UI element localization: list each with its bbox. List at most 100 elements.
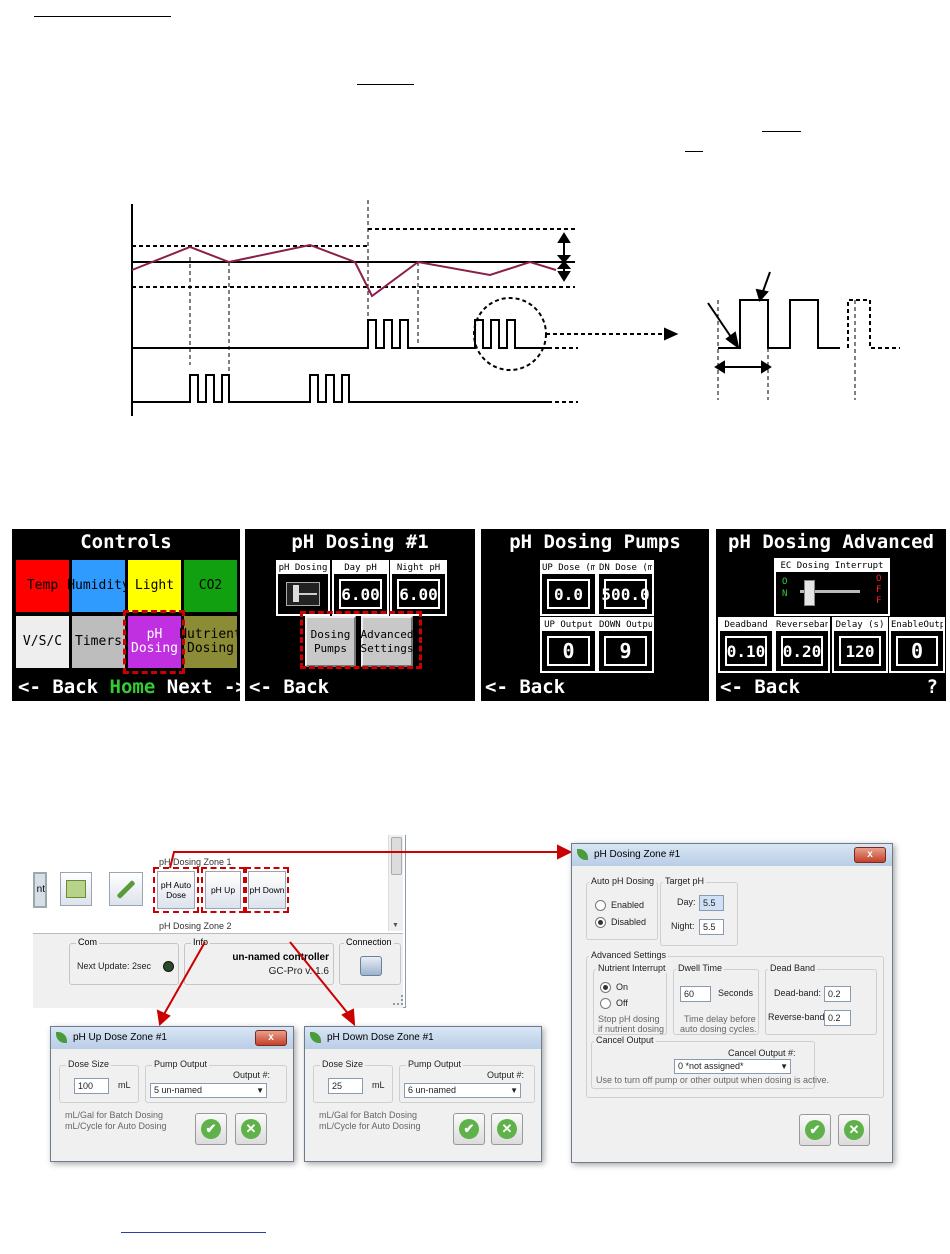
down-cancel-button[interactable]: ✕ xyxy=(491,1113,523,1145)
calendar-toolbar-button[interactable] xyxy=(60,872,92,906)
delay-box[interactable]: Delay (s) 120 xyxy=(832,617,888,673)
night-input[interactable]: 5.5 xyxy=(699,919,724,935)
lcd-back-button[interactable]: <- Back xyxy=(18,676,99,698)
cancel-output-note: Use to turn off pump or other output whe… xyxy=(596,1075,829,1085)
auto-ph-dosing-group: Auto pH Dosing Enabled Disabled xyxy=(586,876,658,940)
down-pump-output-label: Pump Output xyxy=(406,1059,464,1069)
reverseband-input[interactable]: 0.2 xyxy=(824,1010,851,1026)
down-dose-size-group: Dose Size 25 mL xyxy=(313,1059,393,1103)
interrupt-on-label: On xyxy=(616,982,629,992)
dwell-unit: Seconds xyxy=(718,988,754,998)
checkmark-icon: ✔ xyxy=(201,1119,221,1139)
arrow-to-zone-dialog xyxy=(169,851,560,869)
tile-humidity[interactable]: Humidity xyxy=(67,559,130,613)
tile-light[interactable]: Light xyxy=(127,559,182,613)
dwell-time-group: Dwell Time 60 Seconds Time delay before … xyxy=(673,963,759,1035)
deadband-value: 0.10 xyxy=(725,636,767,666)
ph-down-dose-dialog: pH Down Dose Zone #1 Dose Size 25 mL Pum… xyxy=(304,1026,542,1162)
lcd-pumps-back-button[interactable]: <- Back xyxy=(485,676,566,698)
up-output-box[interactable]: UP Output 0 xyxy=(540,617,597,673)
dosing-pumps-button[interactable]: Dosing Pumps xyxy=(305,616,356,667)
enable-output-box[interactable]: EnableOutput 0 xyxy=(889,617,945,673)
zone-close-button[interactable]: x xyxy=(854,847,886,863)
day-input[interactable]: 5.5 xyxy=(699,895,724,911)
up-pump-output-group: Pump Output Output #: 5 un-named▼ xyxy=(145,1059,287,1103)
arrow-to-up-dialog-head xyxy=(156,1009,171,1026)
down-dose-size-input[interactable]: 25 xyxy=(328,1078,363,1094)
lcd-controls-footer: <- Back Home Next -> xyxy=(18,676,240,698)
lcd-pumps-title: pH Dosing Pumps xyxy=(509,531,681,553)
interrupt-off-radio[interactable] xyxy=(600,998,611,1009)
deadband-box[interactable]: Deadband 0.10 xyxy=(718,617,774,673)
interrupt-on-label: ON xyxy=(782,577,788,599)
lcd-ph-dosing-screen: pH Dosing #1 pH Dosing Day pH 6.00 Night… xyxy=(245,529,475,701)
underline-2 xyxy=(357,84,414,85)
disabled-radio[interactable] xyxy=(595,917,606,928)
down-output-box[interactable]: DOWN Output 9 xyxy=(597,617,654,673)
down-output-select[interactable]: 6 un-named▼ xyxy=(404,1083,521,1098)
reverseband-field-label: Reverse-band: xyxy=(768,1012,828,1022)
enabled-radio[interactable] xyxy=(595,900,606,911)
up-dose-size-input[interactable]: 100 xyxy=(74,1078,109,1094)
tile-ph-dosing[interactable]: pH Dosing xyxy=(127,615,182,669)
tile-timers[interactable]: Timers xyxy=(71,615,126,669)
down-note-auto: mL/Cycle for Auto Dosing xyxy=(319,1121,421,1131)
lcd-home-button[interactable]: Home xyxy=(109,676,156,698)
up-dose-box[interactable]: UP Dose (mL) 0.0 xyxy=(540,560,597,616)
ph-reading-trace xyxy=(131,243,557,298)
ph-up-close-button[interactable]: x xyxy=(255,1030,287,1046)
highlight-ph-buttons xyxy=(300,611,422,669)
down-pump-output-group: Pump Output Output #: 6 un-named▼ xyxy=(399,1059,535,1103)
day-ph-value: 6.00 xyxy=(339,579,382,609)
pulse-detail-signal xyxy=(718,299,840,349)
lcd-help-button[interactable]: ? xyxy=(926,676,938,698)
tile-nutrient-dosing[interactable]: Nutrient Dosing xyxy=(179,615,240,669)
advanced-settings-label: Advanced Settings xyxy=(589,950,669,960)
main-scrollbar[interactable]: ▼ xyxy=(388,835,403,931)
lcd-ph1-back-button[interactable]: <- Back xyxy=(249,676,330,698)
up-output-select[interactable]: 5 un-named▼ xyxy=(150,1083,267,1098)
leaf-logo-icon xyxy=(577,849,588,860)
partial-toolbar-button[interactable]: nt xyxy=(33,872,47,908)
dwell-time-label: Dwell Time xyxy=(676,963,725,973)
wrench-toolbar-button[interactable] xyxy=(109,872,143,906)
interrupt-note-2: if nutrient dosing xyxy=(598,1024,665,1034)
reverseband-box[interactable]: Reverseband 0.20 xyxy=(774,617,830,673)
night-ph-box[interactable]: Night pH 6.00 xyxy=(390,560,447,616)
day-ph-box[interactable]: Day pH 6.00 xyxy=(332,560,389,616)
ec-interrupt-toggle[interactable]: EC Dosing Interrupt ON OFF xyxy=(774,558,890,616)
ph-up-button[interactable]: pH Up xyxy=(205,871,241,909)
ph-auto-dose-button[interactable]: pH Auto Dose xyxy=(157,871,195,909)
lcd-ph-advanced-screen: pH Dosing Advanced EC Dosing Interrupt O… xyxy=(716,529,946,701)
ph-dosing-toggle[interactable]: pH Dosing xyxy=(276,560,330,616)
lcd-next-button[interactable]: Next -> xyxy=(166,676,240,698)
target-ph-group: Target pH Day: 5.5 Night: 5.5 xyxy=(660,876,738,946)
up-ok-button[interactable]: ✔ xyxy=(195,1113,227,1145)
controller-name: un-named controller xyxy=(232,952,329,963)
deadband-input[interactable]: 0.2 xyxy=(824,986,851,1002)
up-dose-label: UP Dose (mL) xyxy=(542,562,595,574)
down-ok-button[interactable]: ✔ xyxy=(453,1113,485,1145)
dwell-time-input[interactable]: 60 xyxy=(680,986,711,1002)
delay-value: 120 xyxy=(839,636,881,666)
chevron-down-icon: ▼ xyxy=(510,1086,518,1095)
highlight-ph-dosing-tile xyxy=(123,610,185,674)
resize-grip-icon[interactable] xyxy=(393,995,403,1005)
connection-icon[interactable] xyxy=(360,956,382,976)
zone-cancel-button[interactable]: ✕ xyxy=(838,1114,870,1146)
day-label: Day: xyxy=(677,897,696,907)
tile-vsc[interactable]: V/S/C xyxy=(15,615,70,669)
tile-temp[interactable]: Temp xyxy=(15,559,70,613)
advanced-settings-button[interactable]: Advanced Settings xyxy=(361,616,414,667)
cancel-output-select[interactable]: 0 *not assigned*▼ xyxy=(674,1059,791,1074)
zone-ok-button[interactable]: ✔ xyxy=(799,1114,831,1146)
dn-dose-box[interactable]: DN Dose (mL) 500.0 xyxy=(597,560,654,616)
lcd-controls-screen: Controls Temp Humidity Light CO2 V/S/C T… xyxy=(12,529,240,701)
dosing-timing-diagram xyxy=(131,200,900,416)
tile-co2[interactable]: CO2 xyxy=(183,559,238,613)
ph-down-button[interactable]: pH Down xyxy=(248,871,286,909)
up-cancel-button[interactable]: ✕ xyxy=(235,1113,267,1145)
lcd-advanced-back-button[interactable]: <- Back xyxy=(720,676,801,698)
down-output-value: 9 xyxy=(604,636,647,666)
interrupt-on-radio[interactable] xyxy=(600,982,611,993)
